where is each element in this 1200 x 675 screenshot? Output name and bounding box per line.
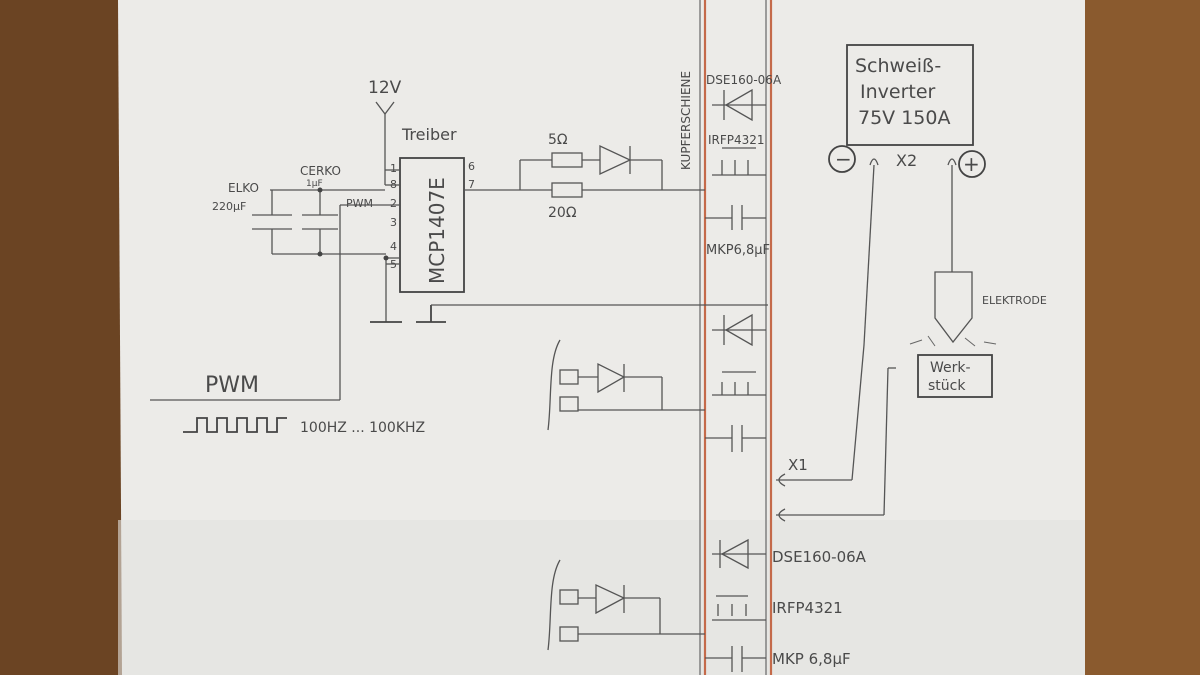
pwm-waveform <box>183 417 287 433</box>
workpiece-line-2: stück <box>928 378 966 394</box>
pwm-pin-label: PWM <box>346 197 373 210</box>
driver-wiring <box>270 160 521 400</box>
diode-bottom-label: DSE160-06A <box>772 548 867 566</box>
inverter-line-3: 75V 150A <box>858 107 950 129</box>
supply-arrow <box>375 101 395 170</box>
plus-terminal-sign: + <box>963 152 980 176</box>
terminal-x1-label: X1 <box>788 456 808 474</box>
inverter-line-2: Inverter <box>860 81 936 103</box>
top-cell <box>705 88 766 230</box>
inverter-line-1: Schweiß- <box>855 55 941 77</box>
ground-symbol-2 <box>416 305 446 323</box>
diode-top-label: DSE160-06A <box>706 73 782 87</box>
copper-rail-label: KUPFERSCHIENE <box>679 71 693 170</box>
paper-shade <box>118 520 1085 675</box>
cerko-value: 1µF <box>306 179 323 189</box>
middle-gate-network <box>547 339 705 431</box>
terminal-x2-label: X2 <box>896 151 917 170</box>
wood-right <box>1085 0 1200 675</box>
pin-4: 4 <box>390 240 397 253</box>
node <box>383 255 389 261</box>
plus-terminal-icon <box>958 150 986 178</box>
driver-chip-body <box>399 157 465 293</box>
mosfet-top-label: IRFP4321 <box>708 133 765 147</box>
welding-inverter-box <box>846 44 974 146</box>
spark-icon <box>909 335 997 347</box>
pin-3: 3 <box>390 216 397 229</box>
pin-6: 6 <box>468 160 475 173</box>
pin-2: 2 <box>390 197 397 210</box>
cap-bottom-label: MKP 6,8µF <box>772 650 851 668</box>
electrode-label: ELEKTRODE <box>982 294 1047 307</box>
paper-sheet <box>118 0 1085 675</box>
bottom-gate-network <box>547 559 705 651</box>
elko-label: ELKO <box>228 181 259 195</box>
driver-title: Treiber <box>401 125 457 144</box>
gate-resistor-network <box>520 144 705 198</box>
res-bottom-label: 20Ω <box>548 205 577 221</box>
driver-chip-label: MCP1407E <box>425 177 449 284</box>
pwm-frequency: 100HZ ... 100KHZ <box>300 420 425 436</box>
mosfet-bottom-label: IRFP4321 <box>772 599 843 617</box>
elko-value: 220µF <box>212 200 246 213</box>
minus-terminal-icon <box>828 145 856 173</box>
copper-rail <box>699 0 773 675</box>
bottom-cell <box>705 538 766 672</box>
electrode-symbol <box>934 271 973 344</box>
elko-capacitor <box>252 190 292 254</box>
cerko-label: CERKO <box>300 164 341 178</box>
pin-7: 7 <box>468 178 475 191</box>
cerko-capacitor <box>302 190 338 254</box>
pin-1: 1 <box>390 162 397 175</box>
res-top-label: 5Ω <box>548 132 568 148</box>
node <box>317 251 323 257</box>
cap-top-label: MKP6,8µF <box>706 243 770 258</box>
pwm-input-label: PWM <box>205 373 259 398</box>
middle-cell <box>705 313 766 452</box>
workpiece-line-1: Werk- <box>930 360 971 376</box>
output-wiring <box>776 158 957 522</box>
supply-label: 12V <box>368 78 402 98</box>
minus-terminal-sign: − <box>835 147 852 171</box>
node <box>317 187 323 193</box>
workpiece-box <box>917 354 993 398</box>
